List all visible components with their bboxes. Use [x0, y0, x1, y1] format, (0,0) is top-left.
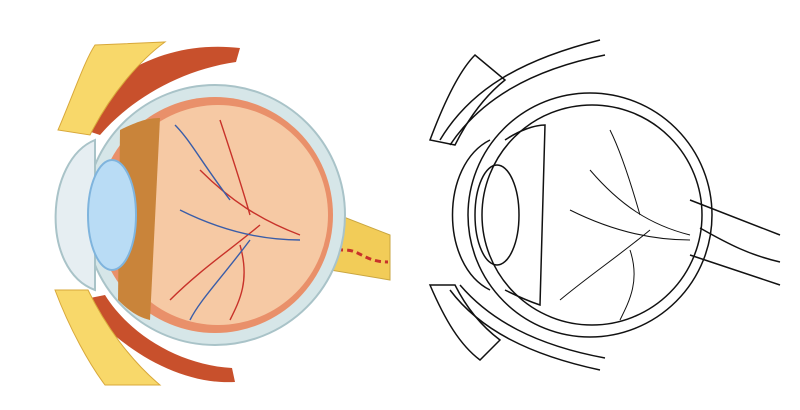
colored-eye — [54, 41, 391, 386]
upper-muscle-outline — [439, 39, 606, 146]
retinal-vessels — [169, 119, 301, 321]
upper-fat-outline — [428, 53, 507, 146]
choroid-outline — [481, 104, 703, 326]
lens-outline — [474, 164, 520, 266]
lower-fat-outline — [428, 284, 502, 361]
line-art-eye — [428, 39, 781, 371]
ciliary-outline — [504, 124, 546, 307]
lower-muscle — [80, 295, 235, 383]
cornea-outline — [451, 139, 491, 291]
retinal-vessels-outline — [559, 129, 691, 321]
lower-muscle-outline — [449, 284, 606, 371]
sclera-outline — [467, 92, 713, 338]
vitreous-body — [108, 105, 328, 325]
cornea — [54, 138, 96, 292]
lower-fat-pad — [54, 289, 162, 386]
lens — [87, 159, 137, 271]
upper-muscle — [70, 46, 240, 135]
ciliary-body — [118, 118, 160, 320]
upper-fat-pad — [57, 41, 167, 136]
optic-nerve-outline — [689, 199, 781, 286]
